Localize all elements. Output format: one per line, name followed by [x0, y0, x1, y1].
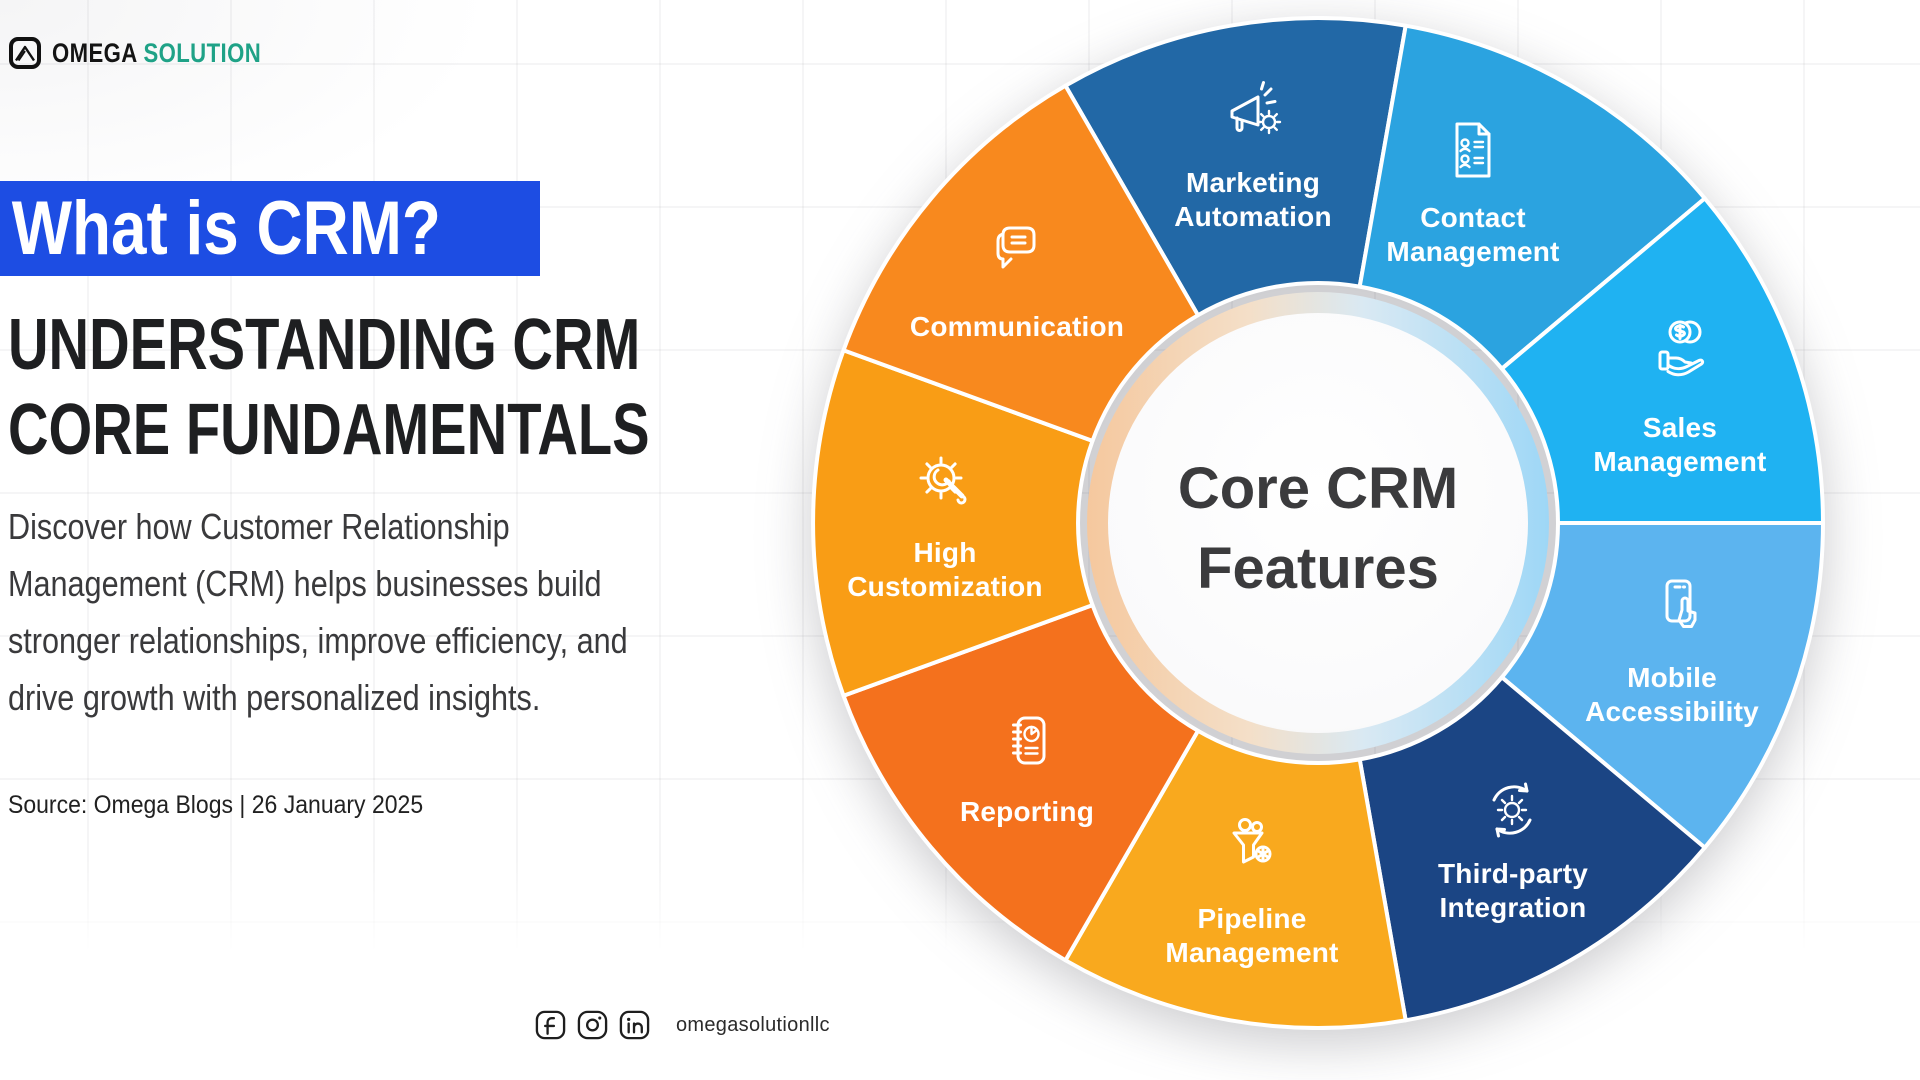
gear-wrench-icon: [905, 444, 985, 524]
segment-label-third-party-integration: Third-party Integration: [1438, 858, 1588, 923]
page-subtitle: UNDERSTANDING CRM CORE FUNDAMENTALS: [8, 305, 650, 470]
segment-label-pipeline-management: Pipeline Management: [1165, 903, 1339, 968]
core-crm-features-wheel: Marketing Automation Contact Management …: [808, 13, 1828, 1033]
gear-sync-icon: [1472, 770, 1552, 850]
segment-label-sales-management: Sales Management: [1593, 412, 1767, 477]
segment-label-marketing-automation: Marketing Automation: [1174, 167, 1332, 232]
coins-hand-icon: [1643, 311, 1723, 391]
source-note: Source: Omega Blogs | 26 January 2025: [8, 791, 424, 819]
social-handle: omegasolutionllc: [676, 1013, 830, 1036]
page-title: What is CRM?: [11, 186, 441, 271]
brand-name-primary: OMEGA: [52, 37, 137, 68]
segment-marketing-automation: [1063, 16, 1408, 318]
brand-name-secondary: SOLUTION: [143, 37, 262, 68]
segment-label-high-customization: High Customization: [847, 537, 1043, 602]
segment-label-mobile-accessibility: Mobile Accessibility: [1585, 662, 1759, 727]
contact-card-icon: [1433, 112, 1513, 192]
segment-third-party-integration: [1357, 675, 1707, 1023]
phone-touch-icon: [1640, 568, 1720, 648]
funnel-gear-icon: [1210, 811, 1290, 891]
brand-logo-text: OMEGA SOLUTION: [52, 38, 261, 69]
segment-high-customization: [811, 348, 1095, 698]
chat-bubbles-icon: [976, 213, 1056, 293]
brand-logo: OMEGA SOLUTION: [8, 36, 307, 70]
center-circle: [1108, 313, 1528, 733]
segment-label-communication: Communication: [909, 311, 1125, 342]
wheel-center-title: Core CRM Features: [1177, 456, 1459, 601]
intro-paragraph: Discover how Customer Relationship Manag…: [8, 506, 628, 718]
segment-mobile-accessibility: [1499, 521, 1825, 850]
segment-sales-management: [1499, 196, 1825, 525]
instagram-icon[interactable]: [576, 1008, 609, 1042]
segment-contact-management: [1357, 23, 1707, 371]
megaphone-gear-icon: [1212, 78, 1292, 158]
title-highlight-bar: What is CRM?: [0, 181, 540, 276]
facebook-icon[interactable]: [534, 1008, 567, 1042]
notebook-chart-icon: [990, 705, 1070, 785]
segment-communication: [841, 83, 1200, 443]
segment-pipeline-management: [1063, 728, 1408, 1030]
mountain-logo-icon: [9, 37, 41, 69]
footer-social-row: omegasolutionllc: [534, 1008, 830, 1042]
linkedin-icon[interactable]: [618, 1008, 651, 1042]
segment-reporting: [841, 603, 1200, 963]
segment-label-reporting: Reporting: [959, 796, 1095, 827]
segment-label-contact-management: Contact Management: [1386, 202, 1560, 267]
wheel-segments: [811, 16, 1825, 1030]
